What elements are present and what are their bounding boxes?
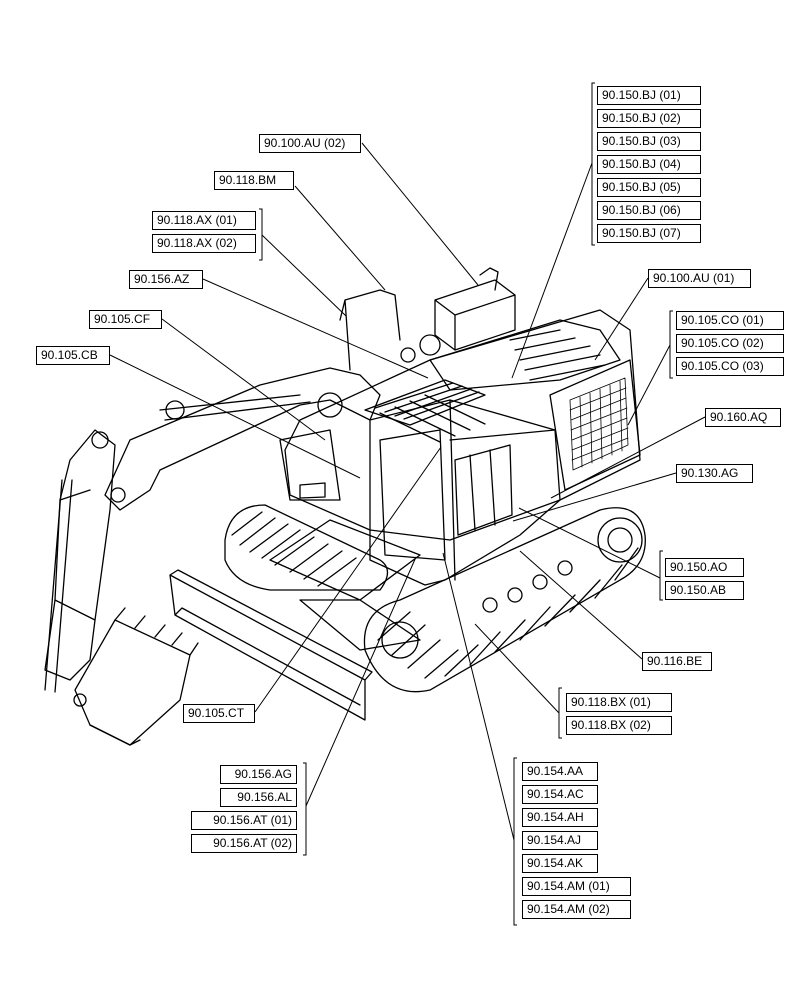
side-grille xyxy=(569,377,629,471)
label-90-154-aa: 90.154.AA xyxy=(522,762,598,781)
front-track xyxy=(224,504,389,591)
label-90-150-ab: 90.150.AB xyxy=(665,581,744,600)
label-90-154-ac: 90.154.AC xyxy=(522,785,598,804)
cab-guard xyxy=(364,379,486,426)
label-90-118-bx-02: 90.118.BX (02) xyxy=(566,716,672,735)
label-90-150-bj-03: 90.150.BJ (03) xyxy=(597,132,701,151)
label-90-105-cf: 90.105.CF xyxy=(89,310,162,329)
label-90-156-at-01: 90.156.AT (01) xyxy=(191,811,297,830)
label-90-156-at-02: 90.156.AT (02) xyxy=(191,834,297,853)
label-90-116-be: 90.116.BE xyxy=(642,652,712,671)
label-90-150-bj-06: 90.150.BJ (06) xyxy=(597,201,701,220)
label-90-154-am-01: 90.154.AM (01) xyxy=(522,877,631,896)
leader-lines xyxy=(109,82,706,926)
operator-cab xyxy=(369,399,561,586)
label-90-156-ag: 90.156.AG xyxy=(220,765,297,784)
handrail xyxy=(339,289,401,371)
boom xyxy=(104,367,381,511)
label-90-105-co-03: 90.105.CO (03) xyxy=(676,357,784,376)
label-90-105-co-02: 90.105.CO (02) xyxy=(676,334,784,353)
label-90-154-ak: 90.154.AK xyxy=(522,854,598,873)
exhaust-box xyxy=(434,279,516,351)
label-90-150-bj-07: 90.150.BJ (07) xyxy=(597,224,701,243)
dozer-blade xyxy=(169,569,373,721)
label-90-150-bj-05: 90.150.BJ (05) xyxy=(597,178,701,197)
label-90-154-aj: 90.154.AJ xyxy=(522,831,598,850)
label-90-105-cb: 90.105.CB xyxy=(36,346,110,365)
label-90-105-co-01: 90.105.CO (01) xyxy=(676,311,784,330)
label-90-154-ah: 90.154.AH xyxy=(522,808,598,827)
label-90-160-aq: 90.160.AQ xyxy=(705,408,781,427)
label-90-118-ax-02: 90.118.AX (02) xyxy=(152,234,256,253)
label-90-150-bj-01: 90.150.BJ (01) xyxy=(597,86,701,105)
label-90-118-bm: 90.118.BM xyxy=(214,171,294,190)
label-90-150-bj-02: 90.150.BJ (02) xyxy=(597,109,701,128)
label-90-118-ax-01: 90.118.AX (01) xyxy=(152,211,256,230)
label-90-100-au-02: 90.100.AU (02) xyxy=(259,134,361,153)
label-90-156-az: 90.156.AZ xyxy=(129,270,203,289)
excavator-drawing xyxy=(44,267,646,746)
upper-structure xyxy=(284,309,641,541)
label-90-154-am-02: 90.154.AM (02) xyxy=(522,900,631,919)
label-90-156-al: 90.156.AL xyxy=(220,788,297,807)
label-90-100-au-01: 90.100.AU (01) xyxy=(648,269,751,288)
label-90-130-ag: 90.130.AG xyxy=(676,464,753,483)
label-90-150-ao: 90.150.AO xyxy=(665,558,744,577)
label-90-150-bj-04: 90.150.BJ (04) xyxy=(597,155,701,174)
rear-track xyxy=(363,507,646,693)
label-90-118-bx-01: 90.118.BX (01) xyxy=(566,693,672,712)
label-90-105-ct: 90.105.CT xyxy=(183,704,255,723)
